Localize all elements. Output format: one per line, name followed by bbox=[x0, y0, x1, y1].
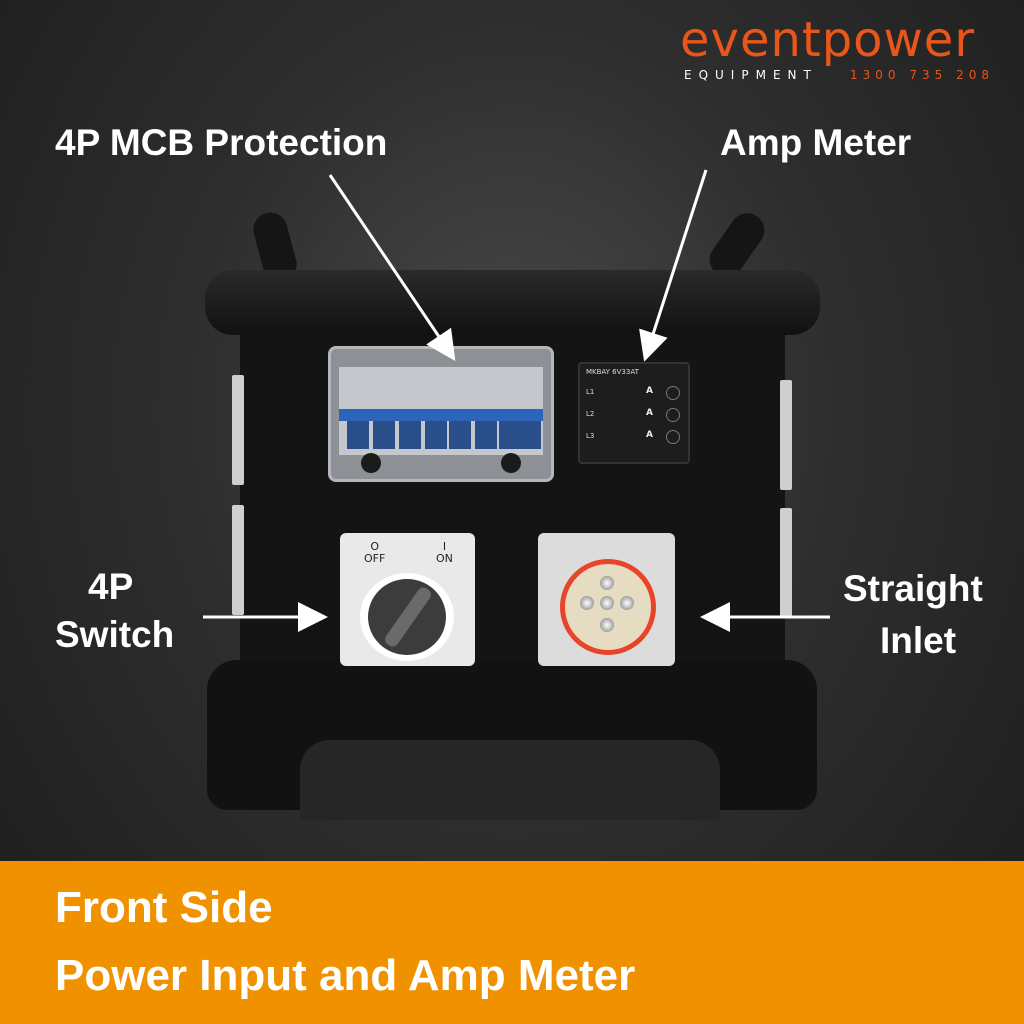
callout-arrows bbox=[298, 327, 730, 632]
side-tab bbox=[780, 508, 792, 618]
cover-screw bbox=[361, 453, 381, 473]
side-tab bbox=[780, 380, 792, 490]
footer-banner: Front Side Power Input and Amp Meter bbox=[0, 861, 1024, 1024]
callout-switch-1: 4P bbox=[88, 566, 134, 607]
base-cutout bbox=[300, 740, 720, 820]
brand-sub: EQUIPMENT bbox=[684, 68, 818, 82]
amp-model: MKBAY 6V33AT bbox=[586, 368, 639, 376]
brand-phone: 1300 735 208 bbox=[850, 68, 994, 82]
down-button-icon[interactable] bbox=[666, 430, 680, 444]
side-tab bbox=[232, 505, 244, 615]
brand-name: eventpower bbox=[680, 12, 976, 68]
cover-screw bbox=[501, 453, 521, 473]
callout-mcb: 4P MCB Protection bbox=[55, 122, 388, 163]
amp-row-l3: L3 bbox=[586, 432, 595, 440]
footer-subtitle: Power Input and Amp Meter bbox=[55, 951, 636, 1000]
amp-meter: MKBAY 6V33AT L1 A L2 A L3 A bbox=[578, 362, 690, 464]
mcb-panel[interactable] bbox=[328, 346, 554, 482]
callout-inlet-1: Straight bbox=[843, 568, 983, 609]
footer-title: Front Side bbox=[55, 883, 273, 932]
callout-switch-2: Switch bbox=[55, 614, 175, 655]
box-lid bbox=[205, 270, 820, 335]
up-button-icon[interactable] bbox=[666, 386, 680, 400]
mode-button-icon[interactable] bbox=[666, 408, 680, 422]
amp-row-l2: L2 bbox=[586, 410, 595, 418]
straight-inlet bbox=[538, 533, 675, 666]
brand-logo: eventpower EQUIPMENT 1300 735 208 bbox=[680, 12, 1010, 88]
amp-row-l1: L1 bbox=[586, 388, 595, 396]
callout-amp-meter: Amp Meter bbox=[720, 122, 912, 163]
side-tab bbox=[232, 375, 244, 485]
callout-inlet-2: Inlet bbox=[880, 620, 957, 661]
